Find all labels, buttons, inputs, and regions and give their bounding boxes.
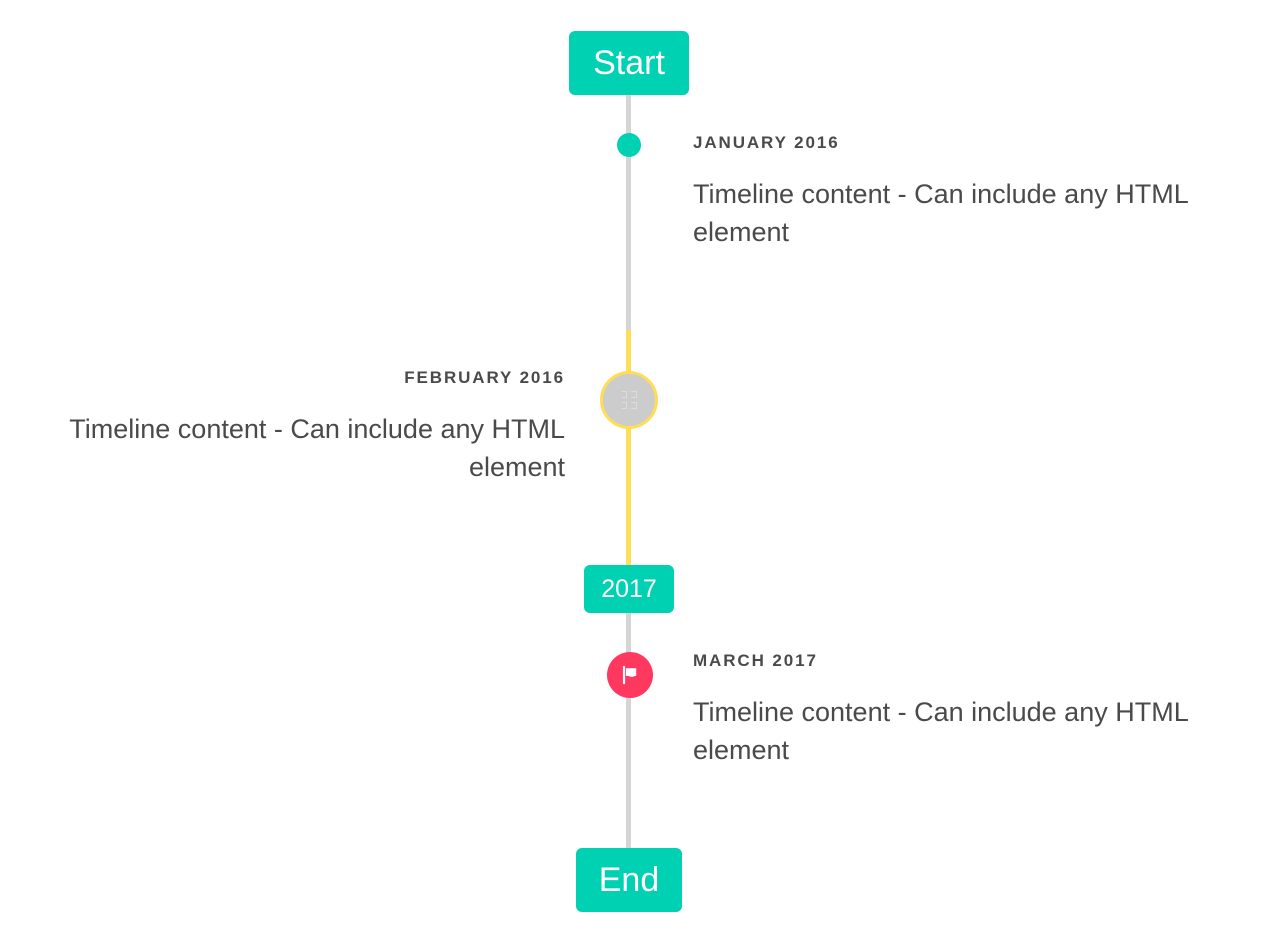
timeline-item-date: JANUARY 2016 xyxy=(693,133,840,152)
timeline-item-content: Timeline content - Can include any HTML … xyxy=(693,697,1188,766)
timeline-item-march: MARCH 2017 Timeline content - Can includ… xyxy=(693,651,1233,770)
timeline-marker-february[interactable] xyxy=(600,371,658,429)
timeline-item-date: MARCH 2017 xyxy=(693,651,818,670)
timeline-item-content: Timeline content - Can include any HTML … xyxy=(69,414,565,483)
timeline-item-february: FEBRUARY 2016 Timeline content - Can inc… xyxy=(25,368,565,487)
flag-icon xyxy=(622,665,637,685)
timeline-line-yellow xyxy=(626,330,631,565)
timeline-item-date: FEBRUARY 2016 xyxy=(404,368,565,387)
timeline-header-start[interactable]: Start xyxy=(569,31,689,95)
timeline-marker-january[interactable] xyxy=(617,133,641,157)
timeline-line-gray-top xyxy=(626,95,631,330)
timeline-item-january: JANUARY 2016 Timeline content - Can incl… xyxy=(693,133,1233,252)
timeline-item-content: Timeline content - Can include any HTML … xyxy=(693,179,1188,248)
timeline-marker-march[interactable] xyxy=(607,652,653,698)
broken-image-icon xyxy=(621,391,637,409)
timeline-year-divider[interactable]: 2017 xyxy=(584,565,674,613)
timeline-footer-end[interactable]: End xyxy=(576,848,682,912)
timeline-line-gray-bottom xyxy=(626,613,631,853)
